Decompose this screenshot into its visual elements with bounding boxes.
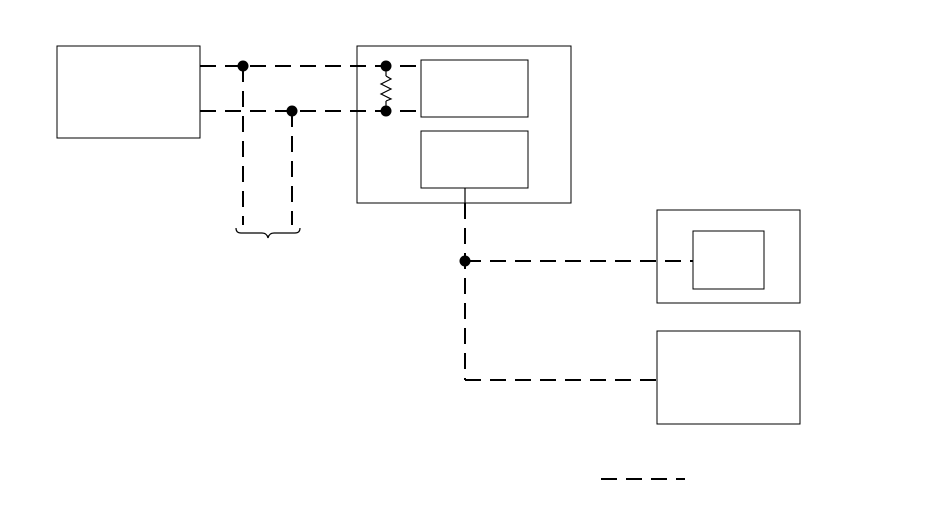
junction-node	[380, 105, 392, 117]
device-two-box	[656, 330, 801, 425]
resistor-symbol	[379, 75, 393, 102]
controller-lower-module	[420, 130, 529, 189]
junction-node	[237, 60, 249, 72]
brace-symbol	[235, 227, 301, 239]
controller-upper-module	[420, 59, 529, 118]
device-one-box	[656, 209, 801, 304]
junction-node	[380, 60, 392, 72]
junction-node	[459, 255, 471, 267]
junction-node	[286, 105, 298, 117]
device-one-inner-module	[692, 230, 765, 290]
source-box	[56, 45, 201, 139]
